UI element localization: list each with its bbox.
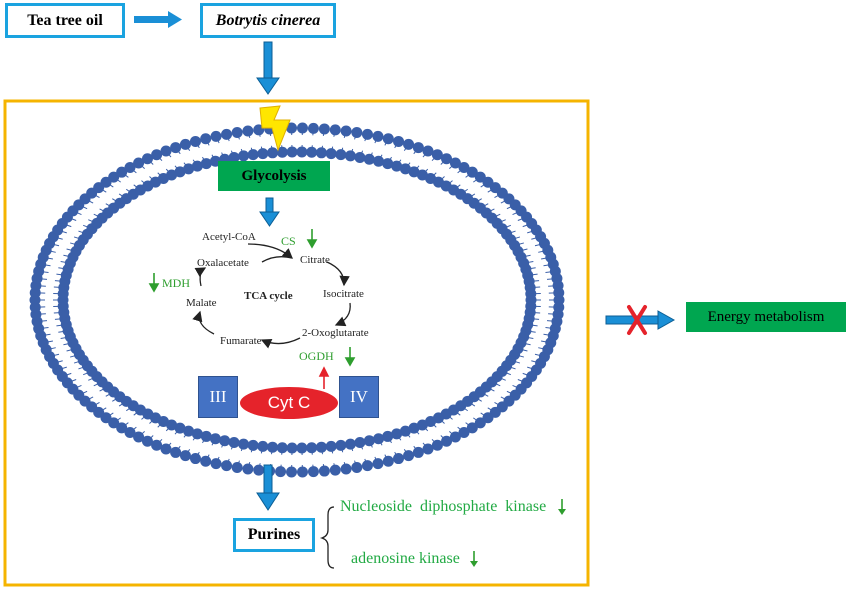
metabolite-malate: Malate: [186, 297, 217, 309]
arrow-to-energy: [605, 310, 676, 330]
kinase-brace: [319, 506, 335, 569]
complex-iii-label: III: [209, 387, 227, 406]
cell-frame: [3, 99, 590, 587]
red-x-icon: [627, 305, 647, 335]
cell-membrane: [29, 122, 565, 478]
arrow-botrytis-down: [256, 41, 280, 95]
kinase-adenosine-label: adenosine kinase: [351, 550, 460, 567]
enzyme-ogdh: OGDH: [299, 349, 334, 363]
enzyme-mdh: MDH: [162, 276, 191, 290]
metabolite-fumarate: Fumarate: [220, 335, 262, 347]
cytc-label: Cyt C: [267, 393, 311, 412]
arrow-tea-to-botrytis: [134, 11, 182, 28]
tea-tree-oil-box: Tea tree oil: [5, 3, 125, 38]
metabolite-acetyl-coa: Acetyl-CoA: [202, 231, 256, 243]
energy-metabolism-label: Energy metabolism: [707, 308, 825, 325]
complex-iv-label: IV: [350, 387, 368, 406]
energy-metabolism-box: Energy metabolism: [686, 302, 846, 332]
down-arrow-icon: [469, 551, 478, 567]
metabolite-2-oxoglutarate: 2-Oxoglutarate: [302, 327, 369, 339]
up-arrow-icon: [318, 366, 330, 389]
kinase-ndpk: Nucleoside diphosphate kinase: [340, 498, 568, 516]
tea-tree-oil-label: Tea tree oil: [27, 11, 103, 29]
purines-box: Purines: [233, 518, 315, 552]
down-arrow-icon: [558, 499, 567, 515]
glycolysis-box: Glycolysis: [218, 161, 330, 191]
enzyme-cs: CS: [281, 234, 296, 248]
arrow-purines-down: [256, 464, 280, 511]
down-arrow-icon: [148, 273, 160, 293]
glycolysis-label: Glycolysis: [241, 167, 307, 184]
arrow-glycolysis-down: [259, 197, 280, 227]
metabolite-isocitrate: Isocitrate: [323, 288, 364, 300]
tca-cycle-label: TCA cycle: [244, 290, 293, 302]
botrytis-label: Botrytis cinerea: [215, 11, 321, 29]
down-arrow-icon: [344, 347, 356, 367]
down-arrow-icon: [306, 229, 318, 249]
kinase-adenosine: adenosine kinase: [351, 550, 480, 568]
metabolite-oxalacetate: Oxalacetate: [197, 257, 249, 269]
complex-iv: IV: [339, 376, 379, 418]
botrytis-box: Botrytis cinerea: [200, 3, 336, 38]
tca-cycle-arrows: [192, 243, 351, 349]
cytc-ellipse: Cyt C: [240, 387, 338, 419]
metabolite-citrate: Citrate: [300, 254, 330, 266]
purines-label: Purines: [247, 526, 301, 543]
kinase-ndpk-label: Nucleoside diphosphate kinase: [340, 498, 547, 515]
complex-iii: III: [198, 376, 238, 418]
lightning-bolt-icon: [259, 105, 291, 152]
